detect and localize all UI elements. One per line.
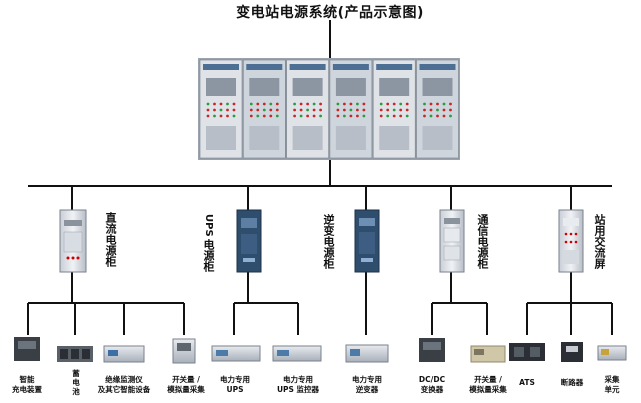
breaker-label: 断路器: [560, 378, 584, 387]
ats-label: ATS: [519, 378, 535, 387]
battery-label-char3: 池: [72, 387, 80, 396]
ups-monitor-label-line2: UPS 监控器: [276, 385, 320, 394]
main-cabinet-panel: [199, 59, 243, 159]
charger-label-line2: 充电装置: [12, 385, 42, 394]
sampling-unit-label-line1: 采集: [604, 375, 620, 384]
ac-cabinet-image: [558, 209, 584, 273]
ups-device-image: [211, 345, 261, 362]
battery-label-char2: 电: [72, 378, 80, 387]
ats-device-image: [509, 343, 545, 361]
main-cabinet-panel: [243, 59, 286, 159]
ups-cabinet-label-prefix: UPS: [203, 214, 214, 237]
charger-device-image: [14, 337, 40, 361]
dcdc-label-line1: DC/DC: [418, 375, 446, 384]
ups-power-label-line2: UPS: [226, 385, 244, 394]
insulation-label-line1: 绝缘监测仪: [105, 375, 143, 384]
ups-monitor-image: [272, 345, 322, 362]
dcdc-device-image: [419, 338, 445, 362]
main-cabinet-panel: [416, 59, 459, 159]
inverter-device-image: [345, 344, 389, 363]
sampling-unit-image: [597, 345, 627, 361]
dc-cabinet-image: [59, 209, 87, 273]
ups-cabinet-label: UPS 电源柜: [202, 214, 215, 272]
ups-power-label-line1: 电力专用: [220, 375, 250, 384]
diagram-title: 变电站电源系统(产品示意图): [236, 5, 424, 21]
ac-cabinet-label: 站用交流屏: [593, 214, 606, 269]
main-cabinet-panel: [286, 59, 329, 159]
main-cabinet-panel: [372, 59, 416, 159]
sampling-unit-label-line2: 单元: [604, 385, 620, 394]
insulation-monitor-image: [103, 345, 145, 363]
comm-switch-device-image: [470, 345, 506, 363]
switch-sampling-image: [172, 338, 196, 364]
sampling-unit-label: 采集 单元: [598, 375, 626, 395]
comm-switch-label-line1: 开关量 /: [474, 375, 502, 384]
ups-cabinet-label-suffix: 电源柜: [202, 238, 215, 272]
insulation-label: 绝缘监测仪 及其它智能设备: [88, 375, 160, 395]
connector-lines: [27, 20, 613, 335]
ups-cabinet-image: [236, 209, 262, 273]
dcdc-label-line2: 变换器: [420, 385, 444, 394]
switch-sampling-label-line1: 开关量 /: [172, 375, 200, 384]
ups-monitor-label: 电力专用 UPS 监控器: [270, 375, 326, 395]
comm-cabinet-label: 通信电源柜: [476, 214, 489, 269]
charger-label: 智能 充电装置: [4, 375, 50, 395]
main-cabinet-panel: [329, 59, 373, 159]
inverter-power-label-line2: 逆变器: [355, 385, 379, 394]
inverter-power-label-line1: 电力专用: [352, 375, 382, 384]
charger-label-line1: 智能: [19, 375, 35, 384]
insulation-label-line2: 及其它智能设备: [97, 385, 151, 394]
comm-switch-label-line2: 模拟量采集: [469, 385, 507, 394]
switch-sampling-label-line2: 模拟量采集: [167, 385, 205, 394]
dc-cabinet-label: 直流电源柜: [104, 212, 117, 267]
battery-device-image: [57, 346, 93, 362]
breaker-device-image: [561, 342, 583, 362]
inverter-cabinet-label: 逆变电源柜: [322, 214, 335, 269]
main-cabinet-row: [198, 58, 460, 160]
comm-switch-label: 开关量 / 模拟量采集: [458, 375, 518, 395]
ups-monitor-label-line1: 电力专用: [283, 375, 313, 384]
battery-label-char1: 蓄: [72, 369, 80, 378]
switch-sampling-label: 开关量 / 模拟量采集: [156, 375, 216, 395]
battery-label: 蓄 电 池: [70, 369, 82, 396]
inverter-cabinet-image: [354, 209, 380, 273]
ups-power-label: 电力专用 UPS: [210, 375, 260, 395]
inverter-power-label: 电力专用 逆变器: [342, 375, 392, 395]
comm-cabinet-image: [439, 209, 465, 273]
dcdc-label: DC/DC 变换器: [410, 375, 454, 395]
